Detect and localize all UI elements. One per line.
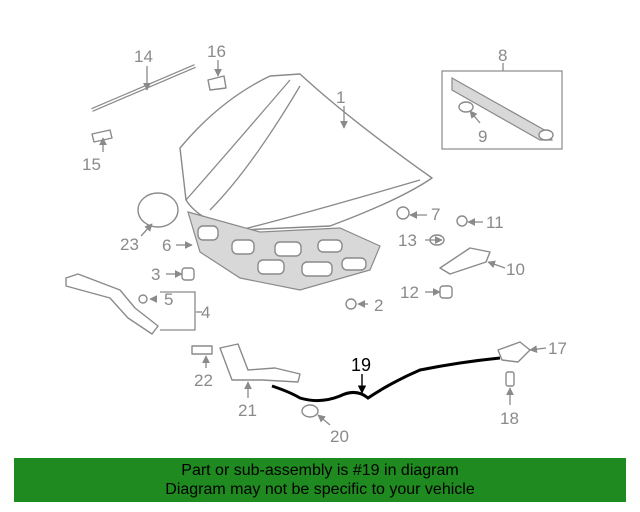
release-cable <box>271 356 501 403</box>
hood-latch <box>439 247 491 275</box>
clip-18 <box>505 371 515 387</box>
callout-11: 11 <box>486 213 504 232</box>
callout-18: 18 <box>500 409 519 428</box>
insulator-pad <box>137 192 179 228</box>
callout-21: 21 <box>238 401 257 420</box>
callout-19: 19 <box>351 355 371 375</box>
callout-3: 3 <box>151 265 160 284</box>
strut-bracket <box>207 75 227 91</box>
callout-16: 16 <box>207 42 226 61</box>
callout-8: 8 <box>498 46 507 65</box>
callout-2: 2 <box>374 296 383 315</box>
clip-11 <box>456 215 468 227</box>
info-banner: Part or sub-assembly is #19 in diagram D… <box>14 458 626 502</box>
release-lever <box>219 343 301 383</box>
plug-2 <box>345 298 357 310</box>
lock-support <box>65 273 159 335</box>
callout-7: 7 <box>431 205 440 224</box>
plug-5 <box>138 294 148 304</box>
seal-strip-box <box>441 70 563 150</box>
callout-4: 4 <box>201 303 210 322</box>
parts-diagram: 1 2 3 4 5 6 7 8 9 10 11 12 13 14 15 16 1… <box>65 42 567 446</box>
release-handle <box>497 341 531 363</box>
bumper-12 <box>439 285 453 299</box>
leader-lines <box>99 60 547 426</box>
ball-stud <box>91 129 113 143</box>
hood-strut <box>91 64 196 112</box>
callout-12: 12 <box>400 283 419 302</box>
callout-23: 23 <box>120 235 139 254</box>
grommet-20 <box>301 404 319 418</box>
callout-13: 13 <box>398 231 417 250</box>
grommet-3 <box>181 267 195 281</box>
callout-15: 15 <box>82 155 101 174</box>
bumper-7 <box>396 206 410 220</box>
callout-9: 9 <box>478 127 487 146</box>
banner-line-1: Part or sub-assembly is #19 in diagram <box>181 462 459 479</box>
callout-14: 14 <box>134 47 153 66</box>
hood-panel <box>179 73 433 231</box>
callout-17: 17 <box>548 339 567 358</box>
callout-1: 1 <box>336 88 345 107</box>
hood-inner-frame <box>187 211 381 291</box>
callout-10: 10 <box>506 260 525 279</box>
callout-6: 6 <box>162 236 171 255</box>
bolt-22 <box>191 345 213 355</box>
callout-20: 20 <box>330 427 349 446</box>
banner-line-2: Diagram may not be specific to your vehi… <box>165 481 475 498</box>
callout-5: 5 <box>164 290 173 309</box>
callout-22: 22 <box>194 371 213 390</box>
callouts: 1 2 3 4 5 6 7 8 9 10 11 12 13 14 15 16 1… <box>82 42 567 446</box>
